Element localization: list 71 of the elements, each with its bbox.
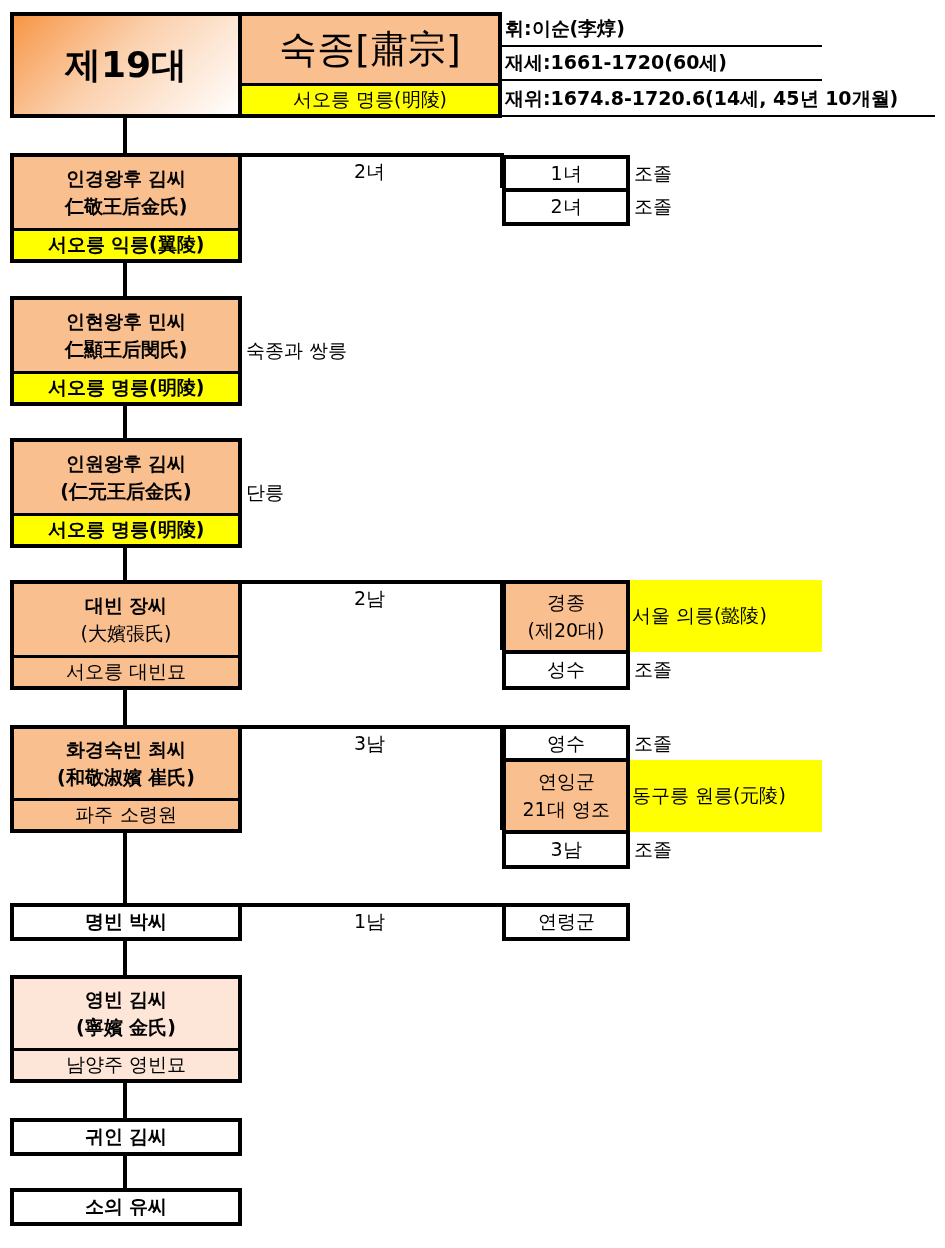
tomb-name: 서오릉 대빈묘 <box>65 659 186 685</box>
connector-line <box>123 941 127 975</box>
person-name: 영빈 김씨 <box>84 987 168 1013</box>
person-name: 소의 유씨 <box>84 1194 168 1220</box>
tomb-name: 서오릉 익릉(翼陵) <box>47 232 205 258</box>
hanja-name: (和敬淑嬪 崔氏) <box>57 764 195 790</box>
note-text: 조졸 <box>634 730 672 756</box>
note-text: 조졸 <box>634 836 672 862</box>
child-name: 영수 <box>547 730 585 756</box>
connector-line <box>123 548 127 580</box>
tomb-name: 서오릉 명릉(明陵) <box>47 375 205 401</box>
family-box <box>10 580 242 690</box>
tomb-name: 서오릉 명릉(明陵) <box>293 87 447 113</box>
hanja-name: (大嬪張氏) <box>80 620 172 646</box>
person-name: 인경왕후 김씨 <box>65 166 187 192</box>
family-box <box>10 153 242 263</box>
connector-line <box>123 118 127 153</box>
child-title: 21대 영조 <box>522 797 610 822</box>
child-name: 경종 <box>547 590 585 616</box>
note-text: 조졸 <box>634 657 672 682</box>
family-box <box>10 1118 242 1156</box>
child-title: (제20대) <box>527 618 605 643</box>
note-text: 조졸 <box>634 160 672 186</box>
info-text: 재세:1661-1720(60세) <box>505 50 728 75</box>
family-box <box>502 903 630 941</box>
tomb-band <box>630 580 822 652</box>
generation-title: 제19대 <box>64 42 188 87</box>
connector-line <box>242 902 504 907</box>
hanja-name: 仁敬王后金氏) <box>64 193 188 219</box>
connector-line <box>123 690 127 725</box>
child-name: 2녀 <box>550 194 582 220</box>
connector-line <box>123 1156 127 1188</box>
note-text: 조졸 <box>634 194 672 219</box>
tomb-band <box>630 760 822 832</box>
connector-line <box>242 153 504 188</box>
person-name: 인원왕후 김씨 <box>65 451 187 477</box>
family-box <box>10 1188 242 1226</box>
info-text: 휘:이순(李焞) <box>505 16 625 41</box>
connector-line <box>123 833 127 903</box>
hanja-name: (仁元王后金氏) <box>60 478 192 504</box>
family-box <box>10 903 242 941</box>
connector-line <box>123 1083 127 1118</box>
connector-line <box>242 580 504 650</box>
hanja-name: (寧嬪 金氏) <box>76 1014 176 1040</box>
tomb-name: 서오릉 명릉(明陵) <box>47 517 205 543</box>
king-name: 숙종[肅宗] <box>279 26 461 74</box>
child-name: 1녀 <box>550 160 582 186</box>
connector-line <box>242 725 504 830</box>
note-text: 단릉 <box>246 480 284 505</box>
child-name: 성수 <box>547 657 585 683</box>
info-text: 재위:1674.8-1720.6(14세, 45년 10개월) <box>505 86 899 111</box>
tomb-name: 남양주 영빈묘 <box>65 1052 186 1078</box>
tomb-name: 서울 의릉(懿陵) <box>631 603 767 629</box>
family-box <box>10 725 242 833</box>
person-name: 인현왕후 민씨 <box>65 309 187 335</box>
child-name: 3남 <box>550 836 582 862</box>
family-box <box>10 296 242 406</box>
connector-line <box>123 406 127 438</box>
connector-line <box>123 263 127 296</box>
person-name: 귀인 김씨 <box>84 1124 168 1150</box>
tomb-name: 파주 소령원 <box>75 802 177 828</box>
tomb-name: 동구릉 원릉(元陵) <box>631 783 786 809</box>
child-name: 연령군 <box>537 909 595 935</box>
person-name: 대빈 장씨 <box>84 593 168 619</box>
family-box <box>10 975 242 1083</box>
person-name: 명빈 박씨 <box>84 909 168 935</box>
hanja-name: 仁顯王后閔氏) <box>64 336 188 362</box>
note-text: 숙종과 쌍릉 <box>246 338 348 363</box>
child-name: 연잉군 <box>537 769 595 795</box>
family-box <box>10 438 242 548</box>
person-name: 화경숙빈 최씨 <box>65 737 187 763</box>
